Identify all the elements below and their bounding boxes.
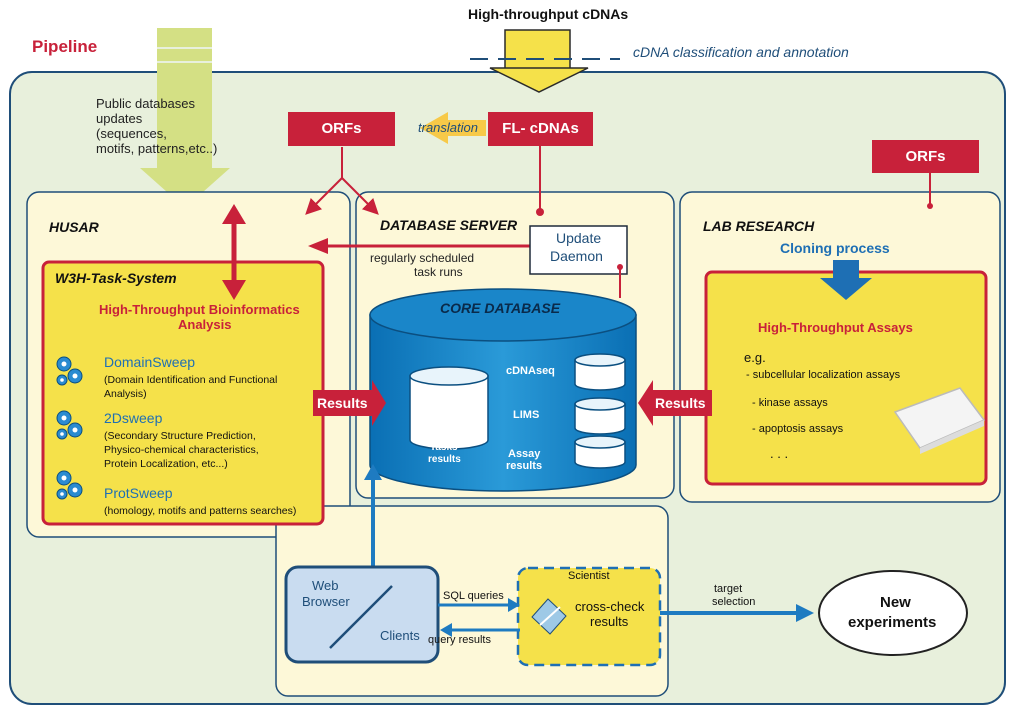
translation-label: translation — [418, 120, 478, 135]
scientist-label: Scientist — [568, 570, 610, 582]
results-left-arrow — [313, 380, 386, 426]
public-db-label-3: (sequences, — [96, 126, 167, 141]
assay-results-label-1: Assay — [508, 448, 541, 460]
public-db-label-2: updates — [96, 111, 143, 126]
new-experiments-ellipse — [818, 570, 968, 656]
tasks-results-label-1: Tasks — [430, 442, 458, 453]
cdna-input-arrow — [470, 29, 620, 93]
update-daemon-label-1: Update — [556, 230, 602, 246]
cross-check-label-1: cross-check — [575, 599, 645, 614]
tool-name-protsweep: ProtSweep — [104, 485, 173, 501]
update-daemon-box — [529, 225, 628, 275]
sql-queries-label: SQL queries — [443, 590, 504, 602]
analysis-title-1: High-Throughput Bioinformatics — [99, 302, 300, 317]
husar-title: HUSAR — [49, 219, 99, 235]
orfs-left-tag: ORFs — [288, 112, 395, 146]
query-results-label: query results — [428, 634, 491, 646]
assay-item-2: - kinase assays — [752, 397, 828, 409]
gears-icon-1 — [56, 356, 83, 386]
cdnaseq-cylinder — [574, 353, 626, 391]
analysis-title-2: Analysis — [178, 317, 232, 332]
assay-ellipsis: . . . — [770, 446, 789, 461]
cdnaseq-label: cDNAseq — [506, 365, 555, 377]
assay-cylinder — [574, 435, 626, 469]
core-db-title: CORE DATABASE — [440, 300, 561, 316]
public-db-arrow — [140, 28, 230, 208]
assay-plate-icon — [893, 387, 986, 454]
assays-title: High-Throughput Assays — [758, 320, 913, 335]
clients-label: Clients — [380, 628, 420, 643]
gears-icon-3 — [56, 470, 83, 500]
scheduled-label-1: regularly scheduled — [370, 251, 475, 265]
scientist-icon — [531, 598, 567, 635]
db-server-title: DATABASE SERVER — [380, 217, 518, 233]
fl-cdnas-tag: FL- cDNAs — [488, 112, 593, 146]
tool-name-domainsweep: DomainSweep — [104, 354, 196, 370]
lab-research-title: LAB RESEARCH — [703, 218, 815, 234]
target-selection-label-2: selection — [712, 596, 756, 608]
orfs-right-tag: ORFs — [872, 140, 979, 173]
tool-desc-2dsweep-2: Physico-chemical characteristics, — [104, 444, 259, 456]
cdna-input-label: High-throughput cDNAs — [468, 6, 629, 22]
public-db-label-1: Public databases — [96, 96, 196, 111]
classification-label: cDNA classification and annotation — [633, 44, 849, 60]
tasks-results-label-2: results — [428, 454, 461, 465]
tool-desc-2dsweep-1: (Secondary Structure Prediction, — [104, 430, 256, 442]
pipeline-title: Pipeline — [32, 37, 98, 56]
update-daemon-label-2: Daemon — [550, 248, 603, 264]
web-browser-label-2: Browser — [302, 594, 350, 609]
target-selection-label-1: target — [714, 583, 743, 595]
results-left-label: Results — [317, 395, 368, 411]
assay-item-1: - subcellular localization assays — [746, 369, 901, 381]
lims-label: LIMS — [513, 409, 540, 421]
gears-icon-2 — [56, 410, 83, 440]
tasks-cylinder — [409, 366, 489, 450]
tool-desc-protsweep-1: (homology, motifs and patterns searches) — [104, 505, 297, 517]
web-browser-label-1: Web — [312, 578, 339, 593]
scheduled-label-2: task runs — [414, 265, 463, 279]
cloning-process-label: Cloning process — [780, 240, 890, 256]
tool-desc-domainsweep-1: (Domain Identification and Functional — [104, 374, 278, 386]
new-experiments-label-1: New — [880, 594, 911, 611]
lims-cylinder — [574, 397, 626, 435]
public-db-label-4: motifs, patterns,etc..) — [96, 141, 218, 156]
eg-label: e.g. — [744, 350, 766, 365]
assay-item-3: - apoptosis assays — [752, 423, 844, 435]
scientist-box — [516, 566, 662, 667]
tool-desc-domainsweep-2: Analysis) — [104, 388, 147, 400]
results-right-arrow — [638, 380, 712, 426]
task-system-title: W3H-Task-System — [55, 270, 177, 286]
new-experiments-label-2: experiments — [848, 614, 937, 631]
tool-name-2dsweep: 2Dsweep — [104, 410, 163, 426]
cross-check-label-2: results — [590, 614, 629, 629]
cloning-arrow — [820, 260, 872, 300]
assay-results-label-2: results — [506, 460, 543, 472]
tool-desc-2dsweep-3: Protein Localization, etc...) — [104, 458, 228, 470]
results-right-label: Results — [655, 395, 706, 411]
